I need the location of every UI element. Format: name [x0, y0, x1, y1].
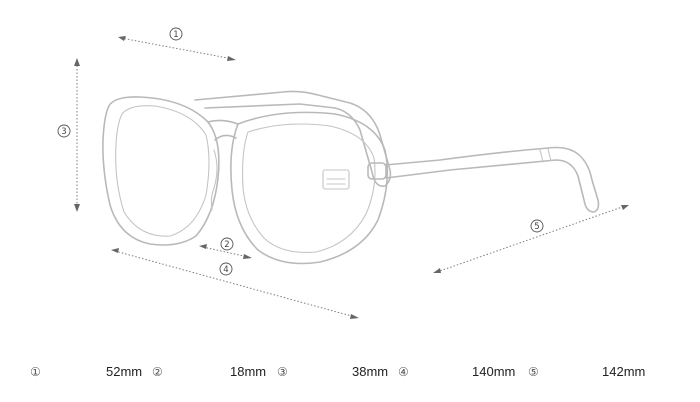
legend-value-4: 140mm [472, 364, 516, 379]
legend-value-2: 18mm [230, 364, 267, 379]
marker-4: 4 [219, 262, 233, 276]
left-lens-inner [115, 105, 210, 237]
dimension-markers: 1 3 2 4 5 [57, 27, 544, 276]
svg-text:3: 3 [61, 127, 66, 137]
hinge [367, 162, 387, 180]
svg-text:4: 4 [223, 265, 228, 275]
legend-marker-2: ② [152, 365, 163, 379]
nose-pad [210, 149, 218, 211]
legend-value-3: 38mm [352, 364, 389, 379]
near-temple-arm [384, 146, 600, 213]
legend-value-5: 142mm [602, 364, 646, 379]
legend-marker-1: ① [30, 365, 41, 379]
dim-line-1 [120, 37, 234, 60]
dim-line-5 [436, 205, 626, 273]
svg-text:5: 5 [534, 222, 539, 232]
dim-line-2 [202, 246, 249, 258]
temple-tip-detail [539, 148, 552, 163]
lens-marking-box [322, 169, 350, 190]
dim-line-4 [114, 250, 356, 318]
svg-text:1: 1 [173, 30, 178, 40]
marker-3: 3 [57, 124, 71, 138]
marker-2: 2 [220, 237, 234, 251]
legend-marker-3: ③ [277, 365, 288, 379]
dimension-legend: ① 52mm ② 18mm ③ 38mm ④ 140mm ⑤ 142mm [0, 360, 700, 384]
marker-1: 1 [169, 27, 183, 41]
far-temple-arm [194, 90, 392, 188]
svg-text:2: 2 [224, 240, 229, 250]
legend-marker-4: ④ [398, 365, 409, 379]
marker-5: 5 [530, 219, 544, 233]
glasses-sketch [102, 90, 600, 265]
right-lens-inner [242, 123, 376, 253]
legend-marker-5: ⑤ [528, 365, 539, 379]
dimension-lines [74, 36, 629, 319]
legend-value-1: 52mm [106, 364, 143, 379]
right-lens-rim [230, 111, 389, 265]
left-lens-rim [102, 96, 220, 246]
